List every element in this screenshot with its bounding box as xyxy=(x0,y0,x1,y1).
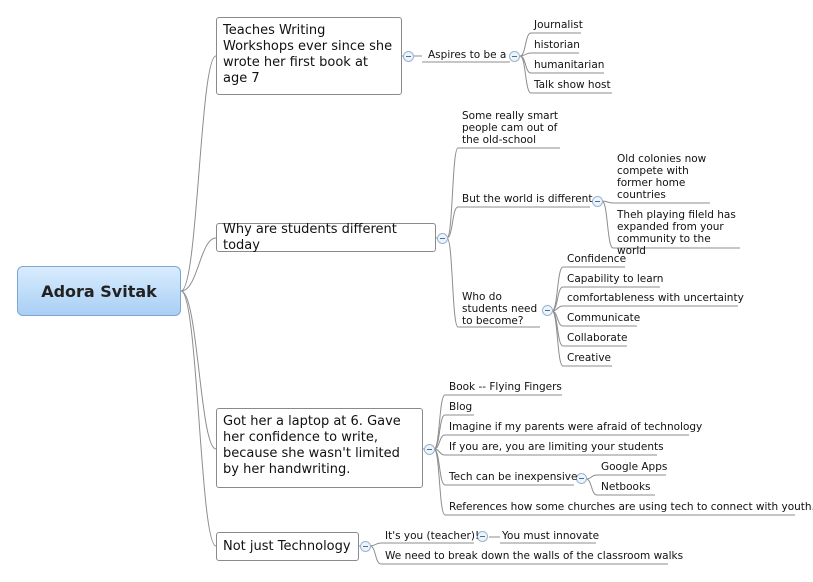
collapse-toggle-icon[interactable] xyxy=(542,305,553,316)
subtopic-quality[interactable]: Collaborate xyxy=(567,332,628,344)
subtopic-career[interactable]: Journalist xyxy=(534,19,583,31)
central-topic[interactable]: Adora Svitak xyxy=(17,266,181,316)
subtopic-career[interactable]: historian xyxy=(534,39,580,51)
subtopic-career[interactable]: humanitarian xyxy=(534,59,605,71)
subtopic-tool[interactable]: Netbooks xyxy=(601,481,651,493)
subtopic-tool[interactable]: Google Apps xyxy=(601,461,668,473)
topic-not-just-technology[interactable]: Not just Technology xyxy=(216,532,359,561)
topic-writing-workshops[interactable]: Teaches Writing Workshops ever since she… xyxy=(216,17,402,95)
subtopic-imagine[interactable]: Imagine if my parents were afraid of tec… xyxy=(449,421,703,433)
subtopic-quality[interactable]: comfortableness with uncertainty xyxy=(567,292,744,304)
subtopic-innovate[interactable]: You must innovate xyxy=(502,530,600,542)
collapse-toggle-icon[interactable] xyxy=(403,51,414,62)
collapse-toggle-icon[interactable] xyxy=(424,444,435,455)
subtopic-churches[interactable]: References how some churches are using t… xyxy=(449,501,813,513)
subtopic-book[interactable]: Book -- Flying Fingers xyxy=(449,381,562,393)
subtopic-its-you[interactable]: It's you (teacher)! xyxy=(385,530,480,542)
subtopic-quality[interactable]: Creative xyxy=(567,352,612,364)
subtopic-old-colonies[interactable]: Old colonies now compete with former hom… xyxy=(617,153,707,201)
subtopic-playing-field[interactable]: Theh playing fileld has expanded from yo… xyxy=(617,209,736,257)
collapse-toggle-icon[interactable] xyxy=(509,51,520,62)
subtopic-world-different[interactable]: But the world is different xyxy=(462,193,593,205)
subtopic-break-walls[interactable]: We need to break down the walls of the c… xyxy=(385,550,684,562)
topic-laptop-at-six[interactable]: Got her a laptop at 6. Gave her confiden… xyxy=(216,408,423,488)
subtopic-quality[interactable]: Communicate xyxy=(567,312,641,324)
subtopic-aspires[interactable]: Aspires to be a xyxy=(428,49,507,61)
subtopic-quality[interactable]: Capability to learn xyxy=(567,273,664,285)
subtopic-inexpensive[interactable]: Tech can be inexpensive xyxy=(449,471,578,483)
collapse-toggle-icon[interactable] xyxy=(592,196,603,207)
subtopic-career[interactable]: Talk show host xyxy=(534,79,611,91)
collapse-toggle-icon[interactable] xyxy=(360,541,371,552)
subtopic-limiting[interactable]: If you are, you are limiting your studen… xyxy=(449,441,664,453)
collapse-toggle-icon[interactable] xyxy=(437,233,448,244)
subtopic-old-school[interactable]: Some really smart people cam out of the … xyxy=(462,110,559,146)
subtopic-blog[interactable]: Blog xyxy=(449,401,473,413)
collapse-toggle-icon[interactable] xyxy=(576,473,587,484)
subtopic-quality[interactable]: Confidence xyxy=(567,253,627,265)
subtopic-who-to-become[interactable]: Who do students need to become? xyxy=(462,291,538,327)
collapse-toggle-icon[interactable] xyxy=(477,531,488,542)
topic-why-students-different[interactable]: Why are students different today xyxy=(216,222,436,253)
